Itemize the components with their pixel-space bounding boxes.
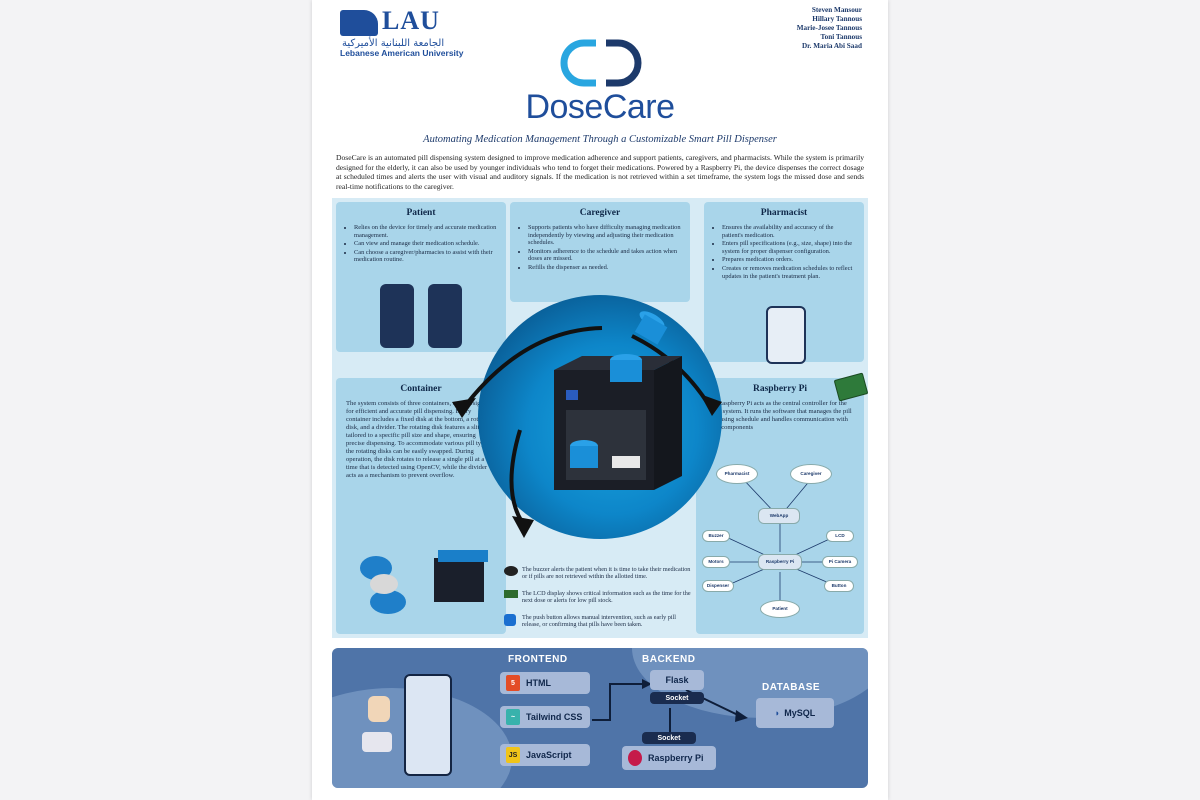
author: Toni Tannous bbox=[820, 33, 863, 41]
author: Dr. Maria Abi Saad bbox=[801, 42, 862, 50]
tailwind-box: ~ Tailwind CSS bbox=[500, 706, 590, 728]
user-figure-icon bbox=[368, 696, 390, 722]
tailwind-label: Tailwind CSS bbox=[526, 712, 583, 722]
list-item: Monitors adherence to the schedule and t… bbox=[528, 248, 682, 263]
frontend-title: FRONTEND bbox=[508, 654, 568, 665]
phone-illustration-icon bbox=[380, 284, 414, 348]
lau-logo-text: LAU bbox=[382, 6, 440, 35]
poster: LAU الجامعة اللبنانية الأميركية Lebanese… bbox=[312, 0, 888, 800]
author-list: Steven Mansour Hillary Tannous Marie-Jos… bbox=[797, 6, 862, 51]
socket-label: Socket bbox=[665, 694, 689, 702]
patient-card: Patient Relies on the device for timely … bbox=[336, 202, 506, 352]
author: Steven Mansour bbox=[811, 6, 862, 14]
diagram-dispenser-node: Dispenser bbox=[702, 580, 734, 592]
lcd-icon bbox=[504, 590, 518, 598]
socket-box: Socket bbox=[650, 692, 704, 704]
socket-label: Socket bbox=[657, 734, 681, 742]
poster-subtitle: Automating Medication Management Through… bbox=[423, 134, 777, 145]
tech-stack-band: FRONTEND 5 HTML ~ Tailwind CSS JS JavaSc… bbox=[332, 648, 868, 788]
diagram-lcd-node: LCD bbox=[826, 530, 854, 542]
html-box: 5 HTML bbox=[500, 672, 590, 694]
list-item: Refills the dispenser as needed. bbox=[528, 264, 682, 272]
list-item: Can view and manage their medication sch… bbox=[354, 240, 498, 248]
raspberry-box: Raspberry Pi bbox=[622, 746, 716, 770]
mysql-box: ◗ MySQL bbox=[756, 698, 834, 728]
diagram-patient-node: Patient bbox=[760, 600, 800, 618]
patient-title: Patient bbox=[406, 208, 436, 218]
list-item: Ensures the availability and accuracy of… bbox=[722, 224, 856, 239]
container-title: Container bbox=[400, 384, 442, 394]
raspberry-title: Raspberry Pi bbox=[752, 384, 808, 394]
raspberry-card: Raspberry Pi The Raspberry Pi acts as th… bbox=[696, 378, 864, 634]
pharmacist-title: Pharmacist bbox=[760, 208, 808, 218]
pharmacist-card: Pharmacist Ensures the availability and … bbox=[704, 202, 864, 364]
list-item: Creates or removes medication schedules … bbox=[722, 265, 856, 280]
list-item: Can choose a caregiver/pharmacies to ass… bbox=[354, 249, 498, 264]
caregiver-card: Caregiver Supports patients who have dif… bbox=[510, 202, 690, 302]
mysql-dolphin-icon: ◗ bbox=[774, 708, 781, 718]
diagram-button-node: Button bbox=[824, 580, 854, 592]
container-text: The system consists of three containers,… bbox=[346, 400, 492, 479]
author: Marie-Josee Tannous bbox=[796, 24, 862, 32]
tailwind-icon: ~ bbox=[506, 709, 520, 725]
pharmacist-list: Ensures the availability and accuracy of… bbox=[704, 224, 864, 280]
caregiver-title: Caregiver bbox=[579, 208, 621, 218]
list-item: Prepares medication orders. bbox=[722, 256, 856, 264]
diagram-motors-node: Motors bbox=[702, 556, 730, 568]
container-parts-icon bbox=[360, 550, 488, 614]
lau-english-name: Lebanese American University bbox=[340, 48, 464, 58]
dispenser-render-icon bbox=[452, 311, 722, 538]
patient-figure-icon bbox=[362, 732, 392, 752]
lau-arabic-name: الجامعة اللبنانية الأميركية bbox=[342, 38, 445, 49]
caregiver-list: Supports patients who have difficulty ma… bbox=[510, 224, 690, 272]
diagram-caregiver-node: Caregiver bbox=[790, 464, 832, 484]
javascript-box: JS JavaScript bbox=[500, 744, 590, 766]
diagram-pharmacist-node: Pharmacist bbox=[716, 464, 758, 484]
html5-icon: 5 bbox=[506, 675, 520, 691]
database-title: DATABASE bbox=[762, 682, 821, 693]
html-label: HTML bbox=[526, 678, 551, 688]
author: Hillary Tannous bbox=[812, 15, 862, 23]
javascript-icon: JS bbox=[506, 747, 520, 763]
peripherals-panel: The buzzer alerts the patient when it is… bbox=[504, 562, 692, 638]
dosecare-logo-icon bbox=[560, 39, 642, 87]
raspberry-pi-icon bbox=[628, 750, 642, 766]
buzzer-text: The buzzer alerts the patient when it is… bbox=[522, 566, 691, 581]
list-item: Enters pill specifications (e.g., size, … bbox=[722, 240, 856, 255]
list-item: Supports patients who have difficulty ma… bbox=[528, 224, 682, 247]
diagram-buzzer-node: Buzzer bbox=[702, 530, 730, 542]
push-button-icon bbox=[504, 614, 516, 626]
lau-logo-icon bbox=[340, 10, 378, 36]
pharmacist-phone-icon bbox=[766, 306, 806, 364]
flask-label: Flask bbox=[665, 675, 689, 685]
socket-box: Socket bbox=[642, 732, 696, 744]
webapp-phone-icon bbox=[404, 674, 452, 776]
raspberry-label: Raspberry Pi bbox=[648, 753, 704, 763]
list-item: Relies on the device for timely and accu… bbox=[354, 224, 498, 239]
brand-name: DoseCare bbox=[525, 88, 675, 126]
phone-illustration-icon bbox=[428, 284, 462, 348]
container-card: Container The system consists of three c… bbox=[336, 378, 506, 634]
lcd-text: The LCD display shows critical informati… bbox=[522, 590, 691, 605]
patient-list: Relies on the device for timely and accu… bbox=[336, 224, 506, 264]
intro-paragraph: DoseCare is an automated pill dispensing… bbox=[336, 153, 864, 191]
mysql-label: MySQL bbox=[784, 708, 816, 718]
javascript-label: JavaScript bbox=[526, 750, 572, 760]
buzzer-icon bbox=[504, 566, 518, 576]
push-button-text: The push button allows manual interventi… bbox=[522, 614, 676, 629]
diagram-picamera-node: Pi Camera bbox=[822, 556, 858, 568]
diagram-webapp-node: WebApp bbox=[758, 508, 800, 524]
flask-box: Flask bbox=[650, 670, 704, 690]
raspberry-text: The Raspberry Pi acts as the central con… bbox=[706, 400, 852, 431]
diagram-raspberry-node: Raspberry Pi bbox=[758, 554, 802, 570]
backend-title: BACKEND bbox=[642, 654, 696, 665]
